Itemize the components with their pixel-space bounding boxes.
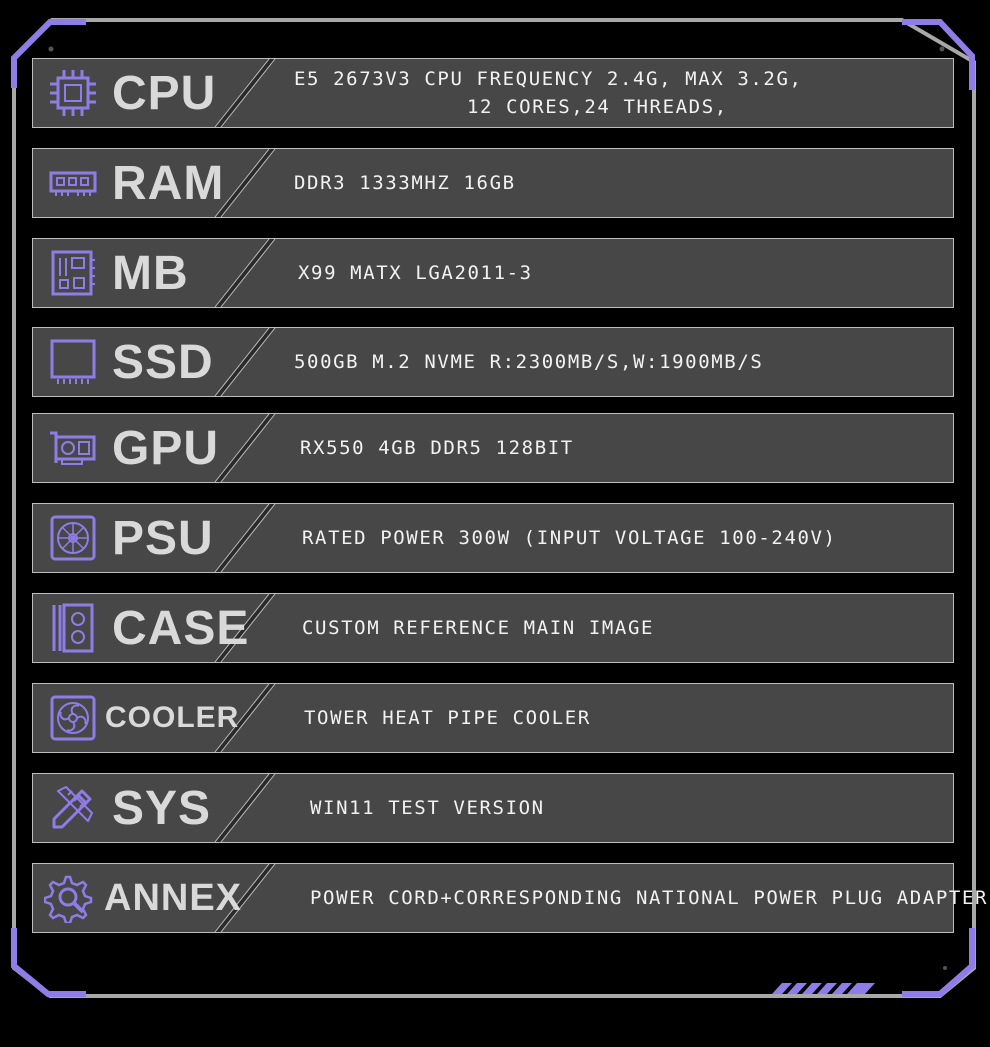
spec-value: RX550 4GB DDR5 128BIT (300, 413, 946, 483)
spec-label: CPU (112, 66, 217, 120)
spec-row-gpu: GPU RX550 4GB DDR5 128BIT (32, 413, 954, 483)
row-panel (32, 503, 954, 573)
spec-value-line1: E5 2673V3 CPU FREQUENCY 2.4G, MAX 3.2G, (294, 68, 803, 90)
spec-value-line1: TOWER HEAT PIPE COOLER (304, 707, 591, 729)
row-panel (32, 413, 954, 483)
spec-value-line1: POWER CORD+CORRESPONDING NATIONAL POWER … (310, 887, 989, 909)
power-supply-fan-icon (50, 515, 96, 561)
spec-value: TOWER HEAT PIPE COOLER (304, 683, 946, 753)
spec-label: SSD (112, 335, 214, 389)
spec-label: GPU (112, 421, 220, 475)
row-panel (32, 863, 954, 933)
spec-label: RAM (112, 156, 225, 210)
spec-row-annex: ANNEX POWER CORD+CORRESPONDING NATIONAL … (32, 863, 989, 933)
spec-value-line1: RATED POWER 300W (INPUT VOLTAGE 100-240V… (302, 527, 837, 549)
spec-value: DDR3 1333MHZ 16GB (294, 148, 946, 218)
spec-label: CASE (112, 601, 250, 655)
spec-value-line1: X99 MATX LGA2011-3 (298, 262, 533, 284)
spec-value: POWER CORD+CORRESPONDING NATIONAL POWER … (310, 863, 989, 933)
spec-row-cooler: COOLER TOWER HEAT PIPE COOLER (32, 683, 954, 753)
spec-row-sys: SYS WIN11 TEST VERSION (32, 773, 954, 843)
row-panel (32, 773, 954, 843)
spec-row-mb: MB X99 MATX LGA2011-3 (32, 238, 954, 308)
spec-row-cpu: CPU E5 2673V3 CPU FREQUENCY 2.4G, MAX 3.… (32, 58, 954, 128)
ssd-icon (50, 339, 96, 384)
spec-row-psu: PSU RATED POWER 300W (INPUT VOLTAGE 100-… (32, 503, 954, 573)
spec-label: SYS (112, 781, 212, 835)
row-panel (32, 683, 954, 753)
spec-label: MB (112, 246, 189, 300)
spec-label: PSU (112, 511, 214, 565)
cpu-chip-icon (50, 70, 96, 116)
spec-value: X99 MATX LGA2011-3 (298, 238, 946, 308)
spec-label: ANNEX (104, 876, 243, 919)
graphics-card-icon (50, 431, 96, 465)
spec-value: 500GB M.2 NVME R:2300MB/S,W:1900MB/S (294, 327, 946, 397)
memory-module-icon (49, 171, 97, 196)
spec-value-line2: 12 CORES,24 THREADS, (467, 96, 728, 118)
spec-value: RATED POWER 300W (INPUT VOLTAGE 100-240V… (302, 503, 946, 573)
pencil-ruler-icon (52, 786, 93, 829)
cooler-fan-icon (50, 695, 96, 741)
spec-value: WIN11 TEST VERSION (310, 773, 946, 843)
gear-search-icon (44, 875, 93, 923)
row-panel (32, 58, 954, 128)
spec-value-line1: 500GB M.2 NVME R:2300MB/S,W:1900MB/S (294, 351, 764, 373)
spec-row-case: CASE CUSTOM REFERENCE MAIN IMAGE (32, 593, 954, 663)
spec-row-ram: RAM DDR3 1333MHZ 16GB (32, 148, 954, 218)
spec-value-line1: CUSTOM REFERENCE MAIN IMAGE (302, 617, 655, 639)
row-panel (32, 238, 954, 308)
spec-label: COOLER (105, 701, 240, 734)
spec-value-line1: RX550 4GB DDR5 128BIT (300, 437, 574, 459)
pc-case-icon (52, 603, 94, 653)
spec-value-line1: WIN11 TEST VERSION (310, 797, 545, 819)
motherboard-icon (51, 250, 95, 296)
spec-value: CUSTOM REFERENCE MAIN IMAGE (302, 593, 946, 663)
spec-value: E5 2673V3 CPU FREQUENCY 2.4G, MAX 3.2G, … (294, 58, 946, 128)
row-panel (32, 148, 954, 218)
row-panel (32, 327, 954, 397)
spec-value-line1: DDR3 1333MHZ 16GB (294, 172, 516, 194)
spec-row-ssd: SSD 500GB M.2 NVME R:2300MB/S,W:1900MB/S (32, 327, 954, 397)
